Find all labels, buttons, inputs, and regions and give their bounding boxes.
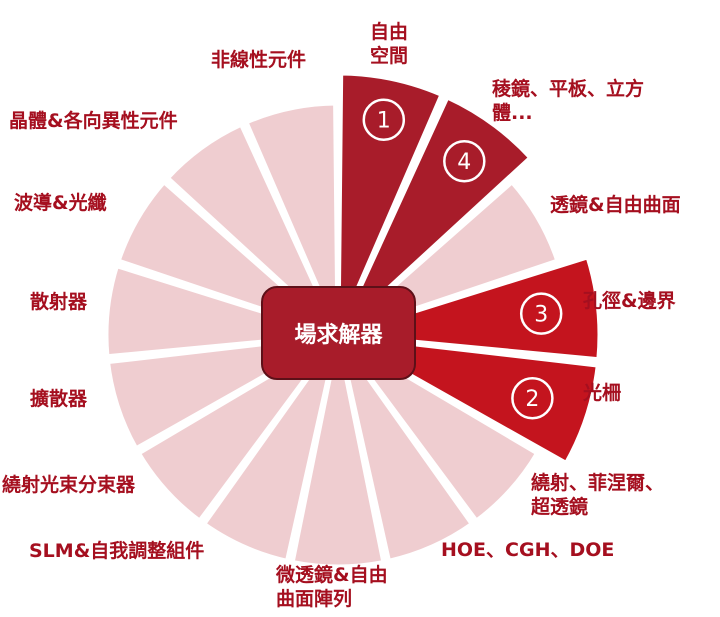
segment-label-line: 繞射、菲涅爾、 [531,472,665,494]
number-text: 1 [377,109,391,134]
number-circle [443,139,486,183]
segment-label: 波導&光纖 [14,191,107,215]
segment-number-badge: 3 [519,292,563,335]
segment-label-line: 曲面陣列 [276,588,353,610]
segment-label: 透鏡&自由曲面 [550,193,681,217]
segment-label: 擴散器 [30,387,87,411]
number-text: 2 [525,387,539,412]
segment-label-line: 稜鏡、平板、立方 [492,78,645,100]
segment-number-badge: 4 [443,139,486,183]
segment-label-line: SLM&自我調整組件 [29,540,205,562]
segment-label-line: 微透鏡&自由 [276,564,388,586]
segment-label: 微透鏡&自由曲面陣列 [276,563,388,611]
segment-label: 晶體&各向異性元件 [9,109,178,133]
number-circle [519,292,563,335]
segment-label: 散射器 [30,290,87,314]
segment-label: 光柵 [583,381,621,405]
segment-label: 繞射、菲涅爾、超透鏡 [531,471,664,519]
segment-label: 繞射光束分束器 [2,473,135,497]
segment-label-line: 空間 [370,45,409,67]
segment-label-line: 波導&光纖 [14,192,107,214]
segment-number-badge: 2 [511,376,554,420]
segment-label: 非線性元件 [211,48,306,72]
segment-label-line: 孔徑&邊界 [583,290,676,312]
segment-label-line: 體... [492,102,533,124]
segment-label-line: 透鏡&自由曲面 [550,194,681,216]
segment-label-line: 散射器 [30,291,88,313]
segment-label-line: HOE、CGH、DOE [441,539,615,561]
center-hub: 場求解器 [261,286,416,380]
segment-number-badge: 1 [362,98,406,141]
center-label: 場求解器 [294,323,383,348]
number-circle [511,376,554,420]
segment-label: 孔徑&邊界 [583,289,676,313]
segment-label: 自由空間 [370,20,408,68]
segment-label-line: 擴散器 [30,388,88,410]
segment-label-line: 非線性元件 [211,49,307,71]
number-circle [362,98,406,141]
number-text: 4 [457,150,471,175]
segment-label-line: 光柵 [583,382,622,404]
segment-label: HOE、CGH、DOE [441,538,614,562]
segment-label: 稜鏡、平板、立方體... [492,77,644,125]
segment-label-line: 自由 [370,21,409,43]
segment-label: SLM&自我調整組件 [29,539,204,563]
segment-label-line: 超透鏡 [531,496,589,518]
number-text: 3 [534,303,548,328]
segment-label-line: 晶體&各向異性元件 [9,110,178,132]
segment-label-line: 繞射光束分束器 [2,474,136,496]
